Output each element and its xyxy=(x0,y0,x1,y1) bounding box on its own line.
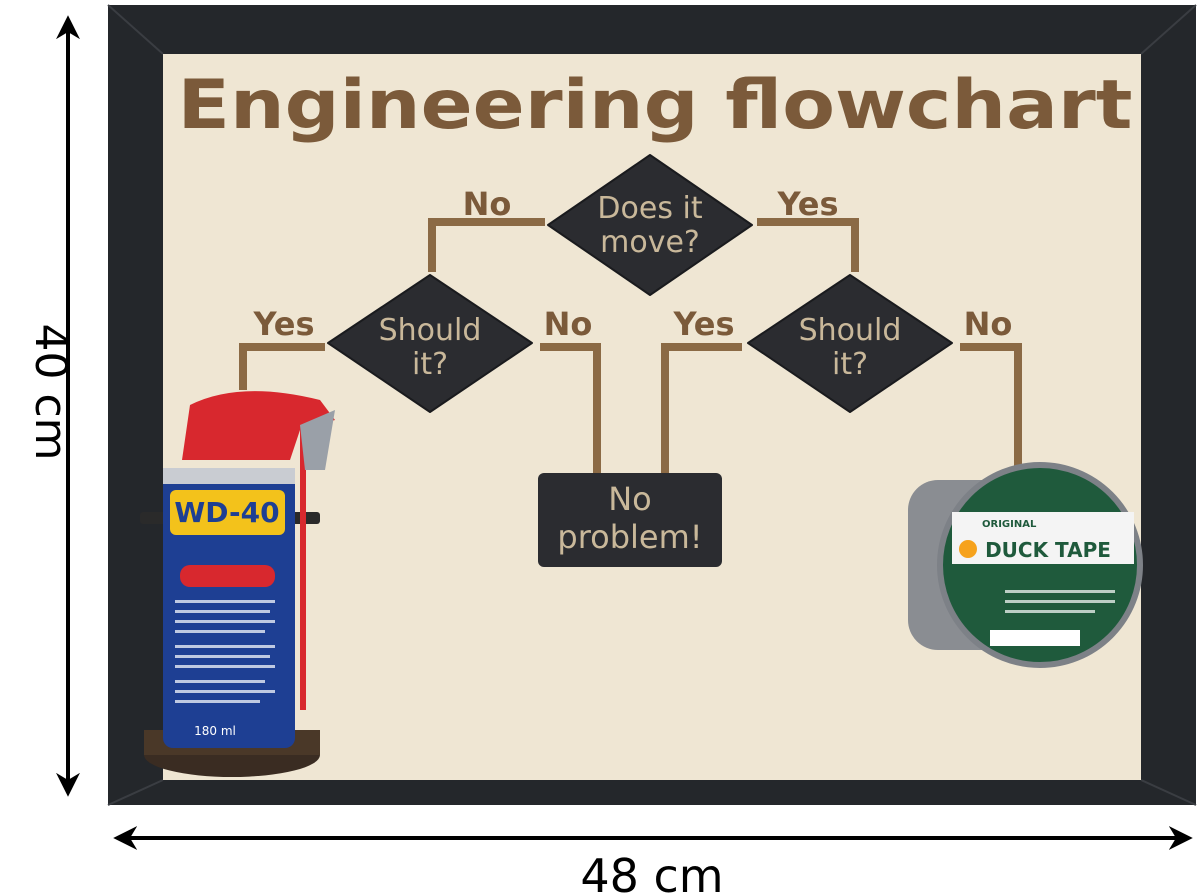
end-no-problem: No problem! xyxy=(538,473,722,567)
branch-label-yes: Yes xyxy=(777,185,839,223)
start-text-line1: Does it xyxy=(597,191,702,226)
right-decision-line2: it? xyxy=(832,347,868,382)
right-no-label: No xyxy=(964,305,1013,343)
end-text-line1: No xyxy=(608,480,652,518)
height-label: 40 cm xyxy=(25,323,76,460)
start-text-line2: move? xyxy=(600,225,700,260)
tape-original-label: ORIGINAL xyxy=(982,519,1037,530)
left-decision-line1: Should xyxy=(379,313,482,348)
end-text-line2: problem! xyxy=(557,518,702,556)
wd40-can: WD-40 180 ml xyxy=(140,391,335,777)
right-yes-label: Yes xyxy=(673,305,735,343)
left-decision-line2: it? xyxy=(412,347,448,382)
page-title: Engineering flowchart xyxy=(178,66,1133,145)
decision-should-it-right: Should it? xyxy=(747,274,953,413)
tape-logo: DUCK TAPE xyxy=(985,538,1111,562)
wd40-volume: 180 ml xyxy=(194,724,236,738)
connector-lines xyxy=(239,218,1022,474)
duck-logo-icon xyxy=(959,540,977,558)
left-yes-label: Yes xyxy=(253,305,315,343)
right-decision-line1: Should xyxy=(799,313,902,348)
width-label: 48 cm xyxy=(580,849,723,896)
duck-tape-roll: ORIGINAL DUCK TAPE xyxy=(908,462,1143,668)
decision-should-it-left: Should it? xyxy=(327,274,533,413)
branch-label-no: No xyxy=(463,185,512,223)
decision-does-it-move: Does it move? xyxy=(547,154,753,296)
wd40-logo: WD-40 xyxy=(174,496,279,529)
left-no-label: No xyxy=(544,305,593,343)
